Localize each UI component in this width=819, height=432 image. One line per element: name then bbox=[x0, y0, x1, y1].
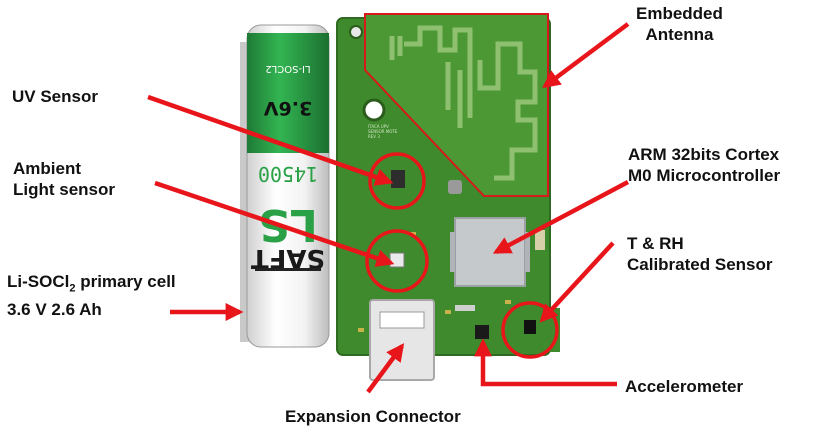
arrow-expansion bbox=[366, 343, 405, 394]
label-microcontroller: ARM 32bits Cortex M0 Microcontroller bbox=[628, 145, 781, 185]
battery-voltage: 3.6V bbox=[264, 97, 313, 119]
battery-size: 14500 bbox=[258, 162, 318, 186]
uv-sensor-highlight bbox=[368, 152, 426, 210]
battery: SAFT LS 14500 3.6V LI-SOCL2 bbox=[240, 24, 330, 348]
label-ambient-light: Ambient Light sensor bbox=[13, 159, 116, 199]
t-rh-highlight bbox=[501, 301, 559, 359]
t-rh-sensor-chip bbox=[524, 320, 536, 334]
label-expansion-connector: Expansion Connector bbox=[285, 407, 461, 426]
arrow-antenna bbox=[542, 22, 630, 89]
label-battery: Li-SOCl2 primary cell 3.6 V 2.6 Ah bbox=[7, 272, 176, 320]
arrow-microcontroller bbox=[492, 180, 630, 254]
microcontroller-chip bbox=[454, 217, 526, 287]
arrow-accelerometer bbox=[474, 338, 617, 387]
arrow-t-rh bbox=[539, 241, 615, 323]
board-print: ITACA UPV SENSOR MOTE REV 3 bbox=[368, 124, 399, 139]
pcb-board: ITACA UPV SENSOR MOTE REV 3 bbox=[336, 13, 560, 381]
battery-chemistry: LI-SOCL2 bbox=[265, 63, 310, 74]
uv-sensor-chip bbox=[391, 170, 405, 188]
ambient-light-highlight bbox=[365, 229, 429, 293]
label-accelerometer: Accelerometer bbox=[625, 377, 744, 396]
arrow-uv-sensor bbox=[147, 94, 394, 186]
label-t-rh-sensor: T & RH Calibrated Sensor bbox=[627, 234, 773, 274]
battery-model: LS bbox=[258, 199, 318, 250]
ambient-light-chip bbox=[389, 252, 405, 268]
label-uv-sensor: UV Sensor bbox=[12, 87, 98, 106]
antenna-trace bbox=[389, 25, 538, 181]
arrow-ambient-light bbox=[154, 180, 395, 267]
label-embedded-antenna: Embedded Antenna bbox=[636, 4, 723, 44]
